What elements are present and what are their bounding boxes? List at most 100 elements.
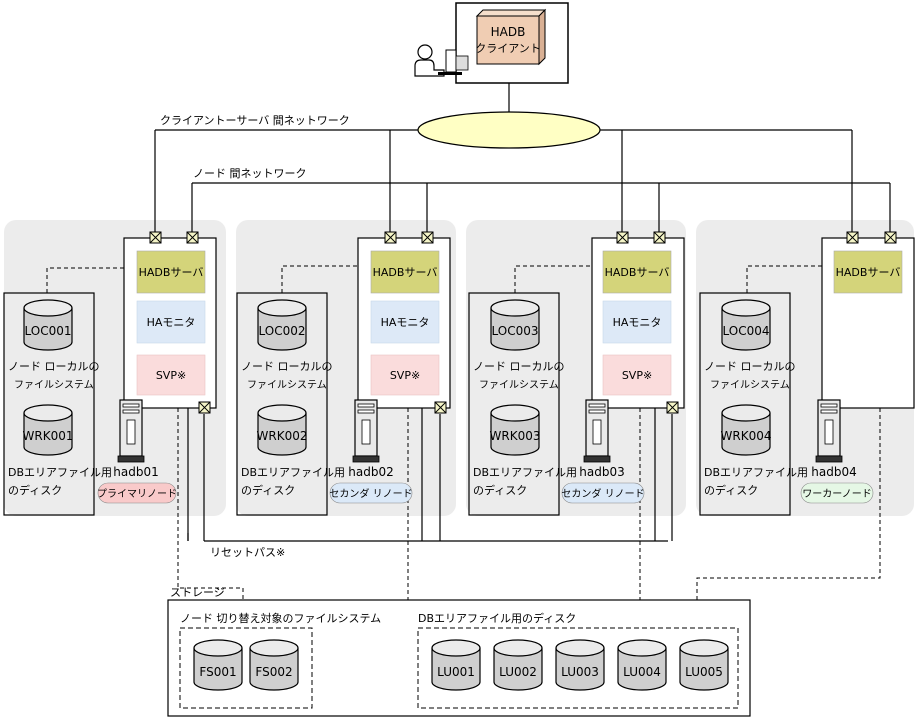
role-badge-worker [800,482,874,504]
loc-caption-line2: ファイルシステム [247,379,327,391]
fs-disk-label: FS002 [255,665,292,679]
lu-disk-label: LU001 [437,665,475,679]
role-badge-secondary [561,482,645,504]
client-label-line1: HADB [491,25,526,39]
local-storage-frame [236,292,328,516]
wrk-caption-line2: のディスク [704,483,758,497]
wrk-caption-line1: DBエリアファイル用 [473,466,577,479]
network-lines [154,129,891,232]
server-machine-icon [117,399,145,463]
lu-disk-label: LU004 [623,665,661,679]
loc-caption-line2: ファイルシステム [479,379,559,391]
storage-group: ストレージ ノード 切り替え対象のファイルシステム FS001 FS002 DB… [167,586,751,717]
ha-monitor-box [370,300,440,344]
wrk-caption-line1: DBエリアファイル用 [241,466,345,479]
connector-icon [884,231,897,244]
local-storage-frame [468,292,560,516]
node-hadb04: LOC004 ノード ローカルの ファイルシステム WRK004 DBエリアファ… [699,231,915,516]
user-icon [414,44,469,77]
svp-label: SVP※ [156,369,186,382]
disk-loc-label: LOC004 [723,324,770,338]
client-server-network-label: クライアントーサーバ 間ネットワーク [160,114,350,127]
node-hadb02: LOC002 ノード ローカルの ファイルシステム WRK002 DBエリアファ… [236,231,451,516]
disk-loc-label: LOC002 [259,324,306,338]
role-badge-secondary [329,482,413,504]
ha-monitor-label: HAモニタ [613,316,662,329]
hadb-server-label: HADBサーバ [836,266,901,279]
connector-icon [198,401,211,414]
role-badge-label: セカンダ リノード [329,487,412,500]
loc-caption-line1: ノード ローカルの [704,360,796,373]
disk-wrk-label: WRK001 [23,429,74,443]
reset-path-lines [187,402,673,542]
server-machine-icon [583,399,611,463]
local-storage-frame [699,292,791,516]
host-name: hadb02 [348,465,393,479]
disk-wrk-label: WRK003 [490,429,541,443]
hadb-server-label: HADBサーバ [139,266,204,279]
hadb-server-label: HADBサーバ [373,266,438,279]
lu-group-frame [417,627,739,709]
local-disk-dashed-links [46,265,822,293]
svp-box [136,354,206,396]
node-network-label: ノード 間ネットワーク [193,167,307,180]
connector-icon [653,231,666,244]
network-cloud [417,111,601,149]
wrk-caption-line2: のディスク [241,483,295,497]
disk-wrk-label: WRK002 [257,429,308,443]
loc-caption-line2: ファイルシステム [710,379,790,391]
connector-icon [421,231,434,244]
client-label-line2: クライアント [475,42,541,55]
hadb-server-box [833,250,903,294]
node-hadb03: LOC003 ノード ローカルの ファイルシステム WRK003 DBエリアファ… [468,231,685,516]
storage-title: ストレージ [170,586,225,599]
host-name: hadb04 [811,465,856,479]
fs-disk-label: FS001 [199,665,236,679]
ha-monitor-box [602,300,672,344]
lu-disk-label: LU005 [685,665,723,679]
svp-label: SVP※ [390,369,420,382]
loc-caption-line2: ファイルシステム [14,379,94,391]
client-group: HADB クライアント [414,2,569,84]
wrk-caption-line2: のディスク [473,483,527,497]
wrk-caption-line1: DBエリアファイル用 [704,466,808,479]
ha-monitor-box [136,300,206,344]
ha-monitor-label: HAモニタ [381,316,430,329]
server-machine-icon [815,399,843,463]
storage-dashed-links [177,408,881,600]
role-badge-label: セカンダ リノード [561,487,644,500]
connector-icon [149,231,162,244]
loc-caption-line1: ノード ローカルの [473,360,565,373]
host-name: hadb03 [579,465,624,479]
fs-group-frame [179,627,313,709]
connector-icon [434,401,447,414]
hadb-server-label: HADBサーバ [605,266,670,279]
role-badge-label: ワーカーノード [802,488,871,500]
connector-icon [846,231,859,244]
reset-path-label: リセットパス※ [210,546,285,559]
server-machine-icon [352,399,380,463]
host-name: hadb01 [113,465,158,479]
svp-box [370,354,440,396]
connector-icon [666,401,679,414]
client-box-icon [475,8,547,66]
svp-label: SVP※ [622,369,652,382]
loc-caption-line1: ノード ローカルの [241,360,333,373]
role-badge-primary [97,482,177,504]
hadb-server-box [602,250,672,294]
disk-loc-label: LOC003 [492,324,539,338]
ha-monitor-label: HAモニタ [147,316,196,329]
fs-group-title: ノード 切り替え対象のファイルシステム [180,611,381,625]
connector-icon [616,231,629,244]
lu-disk-label: LU002 [499,665,537,679]
connector-icon [384,231,397,244]
disk-loc-label: LOC001 [25,324,72,338]
svp-box [602,354,672,396]
disk-wrk-label: WRK004 [721,429,772,443]
wrk-caption-line2: のディスク [8,483,62,497]
hadb-server-box [136,250,206,294]
loc-caption-line1: ノード ローカルの [8,360,100,373]
lu-group-title: DBエリアファイル用のディスク [418,611,576,625]
wrk-caption-line1: DBエリアファイル用 [8,466,112,479]
